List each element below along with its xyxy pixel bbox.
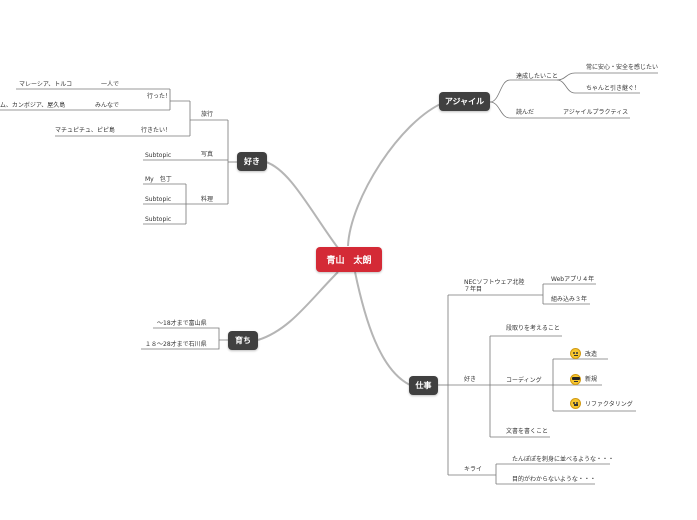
likes-travel-label[interactable]: 旅行 <box>201 111 214 118</box>
topic-agile[interactable]: アジャイル <box>439 92 490 111</box>
travel-want-places[interactable]: マチュピチュ、ピピ島 <box>55 127 115 134</box>
career-item-2[interactable]: 組み込み３年 <box>551 296 588 303</box>
link-root-agile <box>347 101 446 247</box>
like-docs[interactable]: 文書を書くこと <box>506 428 549 435</box>
work-career-label[interactable]: NECソフトウェア北陸 <box>464 279 525 286</box>
dislike-item-2[interactable]: 目的がわからないような・・・ <box>512 476 596 483</box>
work-career-sublabel[interactable]: ７年目 <box>464 286 483 293</box>
cooking-item-3[interactable]: Subtopic <box>145 216 172 223</box>
agile-want-label[interactable]: 達成したいこと <box>516 73 559 80</box>
cooking-item-1[interactable]: My 包丁 <box>145 176 172 183</box>
coding-item-1[interactable]: 改造 <box>585 351 598 358</box>
coding-item-2[interactable]: 新規 <box>585 376 598 383</box>
topic-raised[interactable]: 育ち <box>228 331 258 350</box>
grin-icon <box>570 398 581 409</box>
travel-want-label[interactable]: 行きたい！ <box>141 127 172 134</box>
agile-want-item-2[interactable]: ちゃんと引き継ぐ！ <box>586 85 641 92</box>
topic-likes[interactable]: 好き <box>237 152 267 171</box>
likes-photo-label[interactable]: 写真 <box>201 151 214 158</box>
sunglasses-icon <box>570 374 581 385</box>
link-root-work <box>354 271 411 386</box>
agile-want-item-1[interactable]: 常に安心・安全を感じたい <box>586 64 659 71</box>
raised-item-1[interactable]: ～18才まで富山県 <box>157 320 207 327</box>
cooking-item-2[interactable]: Subtopic <box>145 196 172 203</box>
coding-item-3[interactable]: リファクタリング <box>585 401 633 408</box>
agile-read-item[interactable]: アジャイルプラクティス <box>563 109 629 116</box>
root-topic[interactable]: 青山 太朗 <box>316 247 382 272</box>
travel-alone-places[interactable]: マレーシア、トルコ <box>19 81 73 88</box>
likes-cooking-label[interactable]: 料理 <box>201 196 214 203</box>
raised-item-2[interactable]: １８～28才まで石川県 <box>145 341 207 348</box>
travel-alone-label[interactable]: 一人で <box>101 81 120 88</box>
work-dislike-label[interactable]: キライ <box>464 466 483 473</box>
like-plan[interactable]: 段取りを考えること <box>506 325 560 332</box>
work-like-label[interactable]: 好き <box>464 376 477 383</box>
topic-work[interactable]: 仕事 <box>409 376 438 395</box>
link-root-likes <box>265 161 339 249</box>
dislike-item-1[interactable]: たんぽぽを刺身に並べるような・・・ <box>512 456 615 463</box>
link-root-raised <box>257 271 339 341</box>
travel-group-label[interactable]: みんなで <box>95 102 120 109</box>
travel-went-label[interactable]: 行った！ <box>147 93 172 100</box>
like-coding-label[interactable]: コーディング <box>506 377 542 384</box>
travel-group-places[interactable]: ベトナム、カンボジア、屋久島 <box>0 102 66 109</box>
sweat-smile-icon <box>570 348 581 359</box>
career-item-1[interactable]: Webアプリ４年 <box>551 276 595 283</box>
photo-subtopic[interactable]: Subtopic <box>145 152 172 159</box>
agile-read-label[interactable]: 読んだ <box>516 109 535 116</box>
